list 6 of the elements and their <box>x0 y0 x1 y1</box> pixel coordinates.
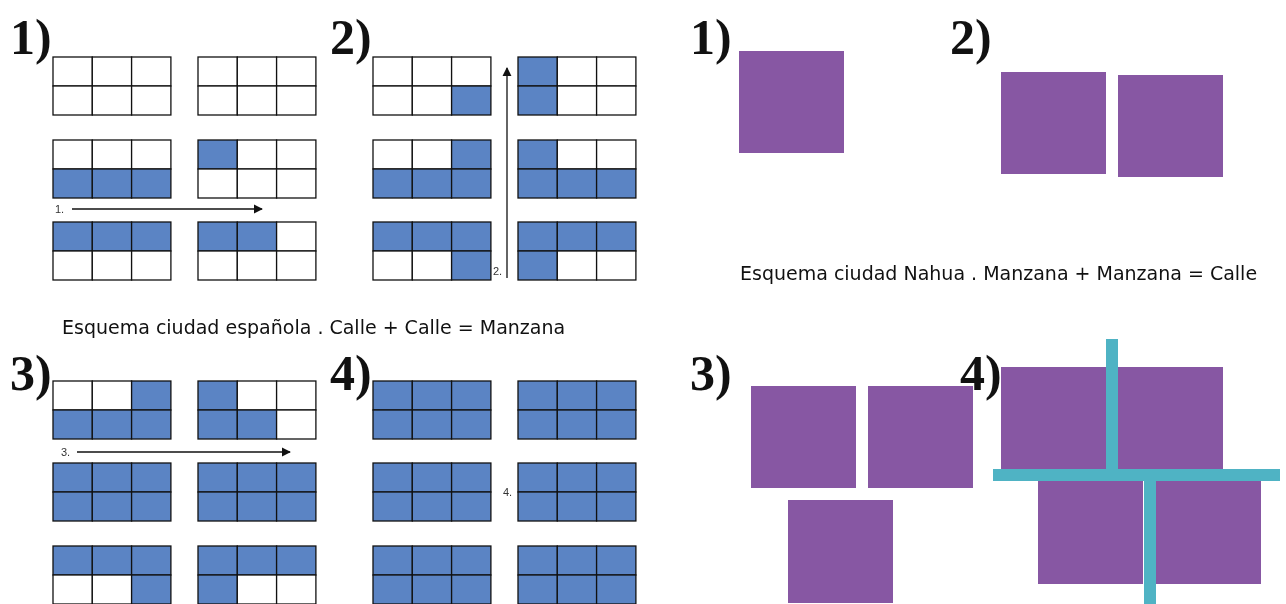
caption: Esquema ciudad Nahua . Manzana + Manzana = Calle <box>740 264 1258 283</box>
step-number: 4. <box>503 487 513 498</box>
step-number: 1. <box>55 204 65 215</box>
step-number: 2. <box>493 266 503 277</box>
step-number: 3. <box>61 447 71 458</box>
caption: Esquema ciudad española . Calle + Calle = Manzana <box>62 318 566 337</box>
